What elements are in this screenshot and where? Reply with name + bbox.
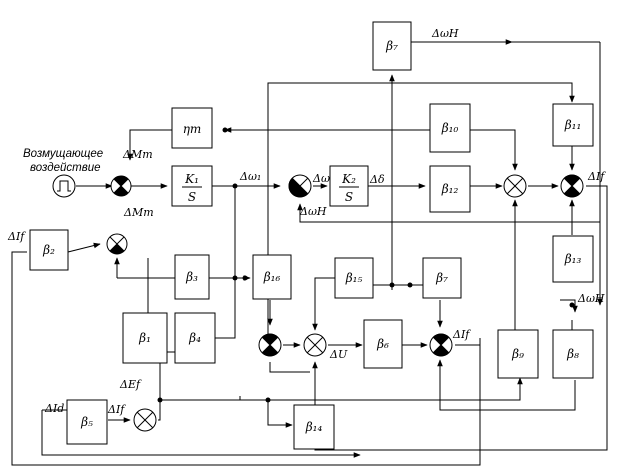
block-beta3: β₃ <box>174 254 210 300</box>
svg-text:β₁₅: β₁₅ <box>345 271 363 285</box>
svg-text:K₁: K₁ <box>184 172 199 186</box>
block-k1-over-s: K₁ S <box>171 165 213 207</box>
svg-text:β₁₄: β₁₄ <box>305 420 323 434</box>
svg-text:β₉: β₉ <box>511 347 524 361</box>
svg-text:β₁₀: β₁₀ <box>441 121 459 135</box>
sum-junction-if <box>560 174 584 198</box>
svg-text:β₃: β₃ <box>185 270 198 284</box>
sum-junction-b5 <box>133 408 157 432</box>
disturbance-caption-2: воздействие <box>30 162 101 174</box>
sum-junction-if-mid <box>429 333 453 357</box>
svg-text:β₁₁: β₁₁ <box>564 118 582 132</box>
block-beta8: β₈ <box>552 329 594 379</box>
block-beta12: β₁₂ <box>429 165 471 213</box>
signal-dwn-right: ΔωН <box>577 292 605 305</box>
block-beta15: β₁₅ <box>334 257 374 299</box>
svg-text:β₁₂: β₁₂ <box>441 182 459 196</box>
svg-text:β₅: β₅ <box>80 415 93 429</box>
svg-text:β₂: β₂ <box>42 243 55 257</box>
block-eta-t: ηт <box>171 107 213 149</box>
signal-dw: Δω <box>312 172 330 185</box>
svg-text:β₈: β₈ <box>566 347 579 361</box>
sum-junction-feedback <box>106 233 128 255</box>
sum-junction-b16 <box>258 333 282 357</box>
svg-text:β₁₃: β₁₃ <box>564 252 582 266</box>
block-beta14: β₁₄ <box>293 404 335 450</box>
signal-dU: ΔU <box>329 348 348 361</box>
signal-dIf-mid: ΔIf <box>452 328 471 341</box>
svg-text:ηт: ηт <box>183 122 202 136</box>
junction-dots <box>157 127 575 403</box>
block-beta4: β₄ <box>174 312 216 364</box>
block-beta11: β₁₁ <box>552 103 594 147</box>
svg-text:β₁: β₁ <box>138 331 151 345</box>
signal-dMt-bot: ΔMт <box>123 206 154 219</box>
sum-junction-torque <box>110 175 132 197</box>
sum-junction-speed <box>288 174 312 198</box>
signal-dwn-top: ΔωН <box>431 27 459 40</box>
svg-text:S: S <box>188 190 196 204</box>
signal-dIf-left: ΔIf <box>7 230 26 243</box>
block-beta13: β₁₃ <box>552 235 594 283</box>
disturbance-source <box>52 174 76 198</box>
signal-dw1: Δω₁ <box>239 170 261 183</box>
svg-text:K₂: K₂ <box>341 172 356 186</box>
svg-text:β₆: β₆ <box>376 337 389 351</box>
block-k2-over-s: K₂ S <box>329 165 369 207</box>
block-beta1: β₁ <box>122 312 168 364</box>
sum-junction-voltage <box>303 333 327 357</box>
labels: Возмущающее воздействие ΔMт ΔMт Δω₁ Δω Δ… <box>7 27 606 416</box>
block-beta7-top: β₇ <box>372 21 412 71</box>
signal-ddelta: Δδ <box>369 173 385 186</box>
signal-dIf-right: ΔIf <box>587 170 606 183</box>
svg-text:β₇: β₇ <box>385 39 398 53</box>
signal-dwn-sum: ΔωН <box>299 205 327 218</box>
svg-text:β₇: β₇ <box>435 271 448 285</box>
block-beta16: β₁₆ <box>252 254 292 300</box>
block-beta6: β₆ <box>363 319 403 369</box>
block-beta10: β₁₀ <box>429 103 471 153</box>
sum-junction-b12 <box>503 174 527 198</box>
block-beta5: β₅ <box>66 399 108 445</box>
block-beta9: β₉ <box>497 329 539 379</box>
block-beta7-mid: β₇ <box>422 257 462 299</box>
disturbance-caption-1: Возмущающее <box>23 148 103 160</box>
block-beta2: β₂ <box>29 229 69 271</box>
signal-dId: ΔId <box>44 402 64 415</box>
svg-text:β₄: β₄ <box>188 331 201 345</box>
signal-dIf-low: ΔIf <box>107 403 126 416</box>
connection-lines <box>11 39 608 466</box>
svg-text:S: S <box>345 190 353 204</box>
signal-dMt-top: ΔMт <box>122 148 153 161</box>
signal-dEf: ΔEf <box>119 378 142 391</box>
svg-text:β₁₆: β₁₆ <box>263 270 281 284</box>
